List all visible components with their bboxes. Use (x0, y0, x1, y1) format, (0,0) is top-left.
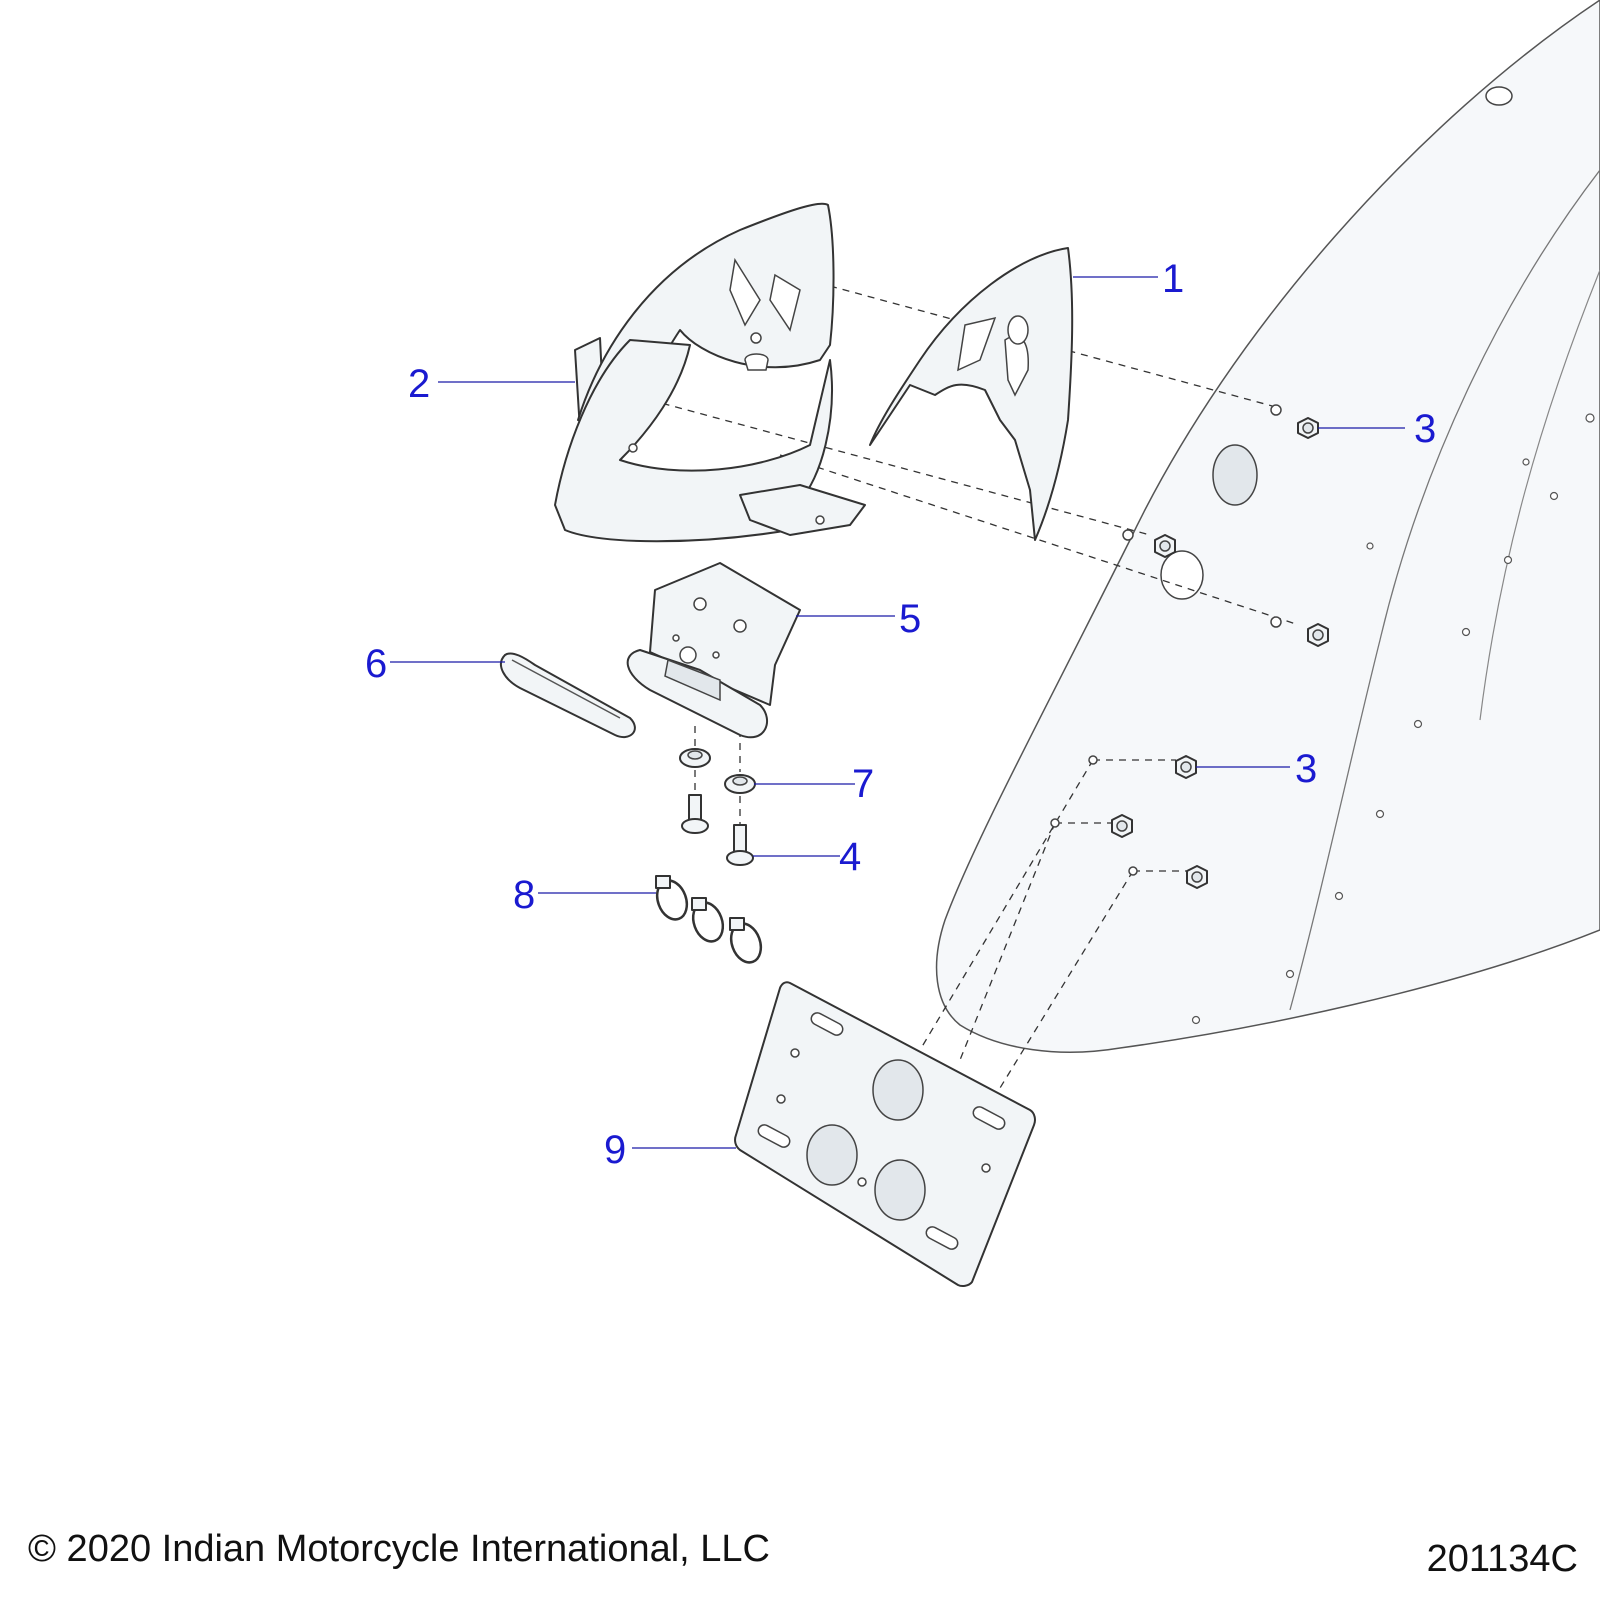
leader-lines (390, 276, 1405, 1149)
drawing-number: 201134C (1426, 1538, 1578, 1580)
part-8-cable-clips (655, 875, 763, 964)
part-6-lens (500, 652, 636, 738)
callout-3-lower: 3 (1295, 747, 1317, 791)
callout-1: 1 (1162, 257, 1184, 301)
callout-4: 4 (839, 835, 861, 879)
part-3-nuts (1050, 404, 1329, 889)
callout-5: 5 (899, 597, 921, 641)
rear-fender (935, 0, 1600, 1053)
part-4-screws (681, 794, 754, 866)
assembly-dashed-lines (649, 285, 1297, 1089)
fender-rivets (1191, 413, 1595, 1025)
callout-3-upper: 3 (1414, 407, 1436, 451)
part-2-taillight-housing (554, 202, 866, 543)
callout-2: 2 (408, 362, 430, 406)
callout-9: 9 (604, 1128, 626, 1172)
callout-7: 7 (852, 762, 874, 806)
callout-8: 8 (513, 873, 535, 917)
part-9-license-plate-bracket (734, 981, 1036, 1287)
copyright-notice: © 2020 Indian Motorcycle International, … (28, 1528, 770, 1570)
callout-6: 6 (365, 642, 387, 686)
part-7-grommets (679, 748, 756, 794)
callout-labels: 1 2 3 3 4 5 6 7 8 9 (365, 257, 1436, 1172)
part-1-backing-plate (869, 247, 1074, 541)
part-5-light-bracket (626, 562, 801, 739)
